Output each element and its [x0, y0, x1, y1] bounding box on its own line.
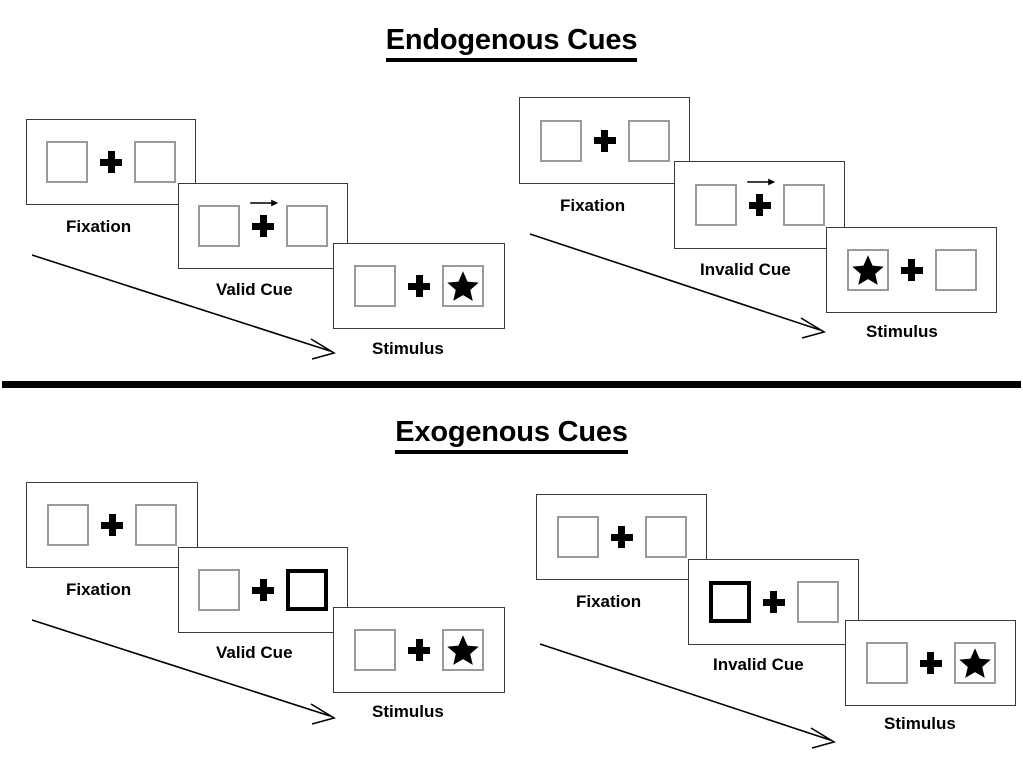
cue-arrow-right-icon — [250, 199, 279, 207]
fixation-center — [240, 199, 286, 237]
stim-box-left — [198, 205, 240, 247]
fixation-cross-icon — [919, 652, 942, 674]
fixation-center — [889, 259, 935, 281]
fixation-cross-icon — [762, 591, 785, 613]
stim-box-left-cued — [708, 581, 751, 623]
section-title-endogenous: Endogenous Cues — [0, 24, 1023, 62]
section-title-exogenous: Exogenous Cues — [0, 416, 1023, 454]
panel-label-endogenous-valid-stimulus: Stimulus — [372, 339, 444, 358]
fixation-center — [88, 151, 134, 173]
panel-label-endogenous-invalid-fixation: Fixation — [560, 196, 626, 215]
panel-endogenous-invalid-stimulus[interactable] — [826, 227, 997, 313]
star-target-icon — [447, 635, 479, 665]
stim-box-right — [782, 184, 825, 226]
fixation-center — [582, 129, 628, 152]
fixation-cross-icon — [252, 215, 274, 237]
stim-box-left — [556, 516, 599, 558]
panel-label-exogenous-valid-cue: Valid Cue — [216, 643, 293, 662]
stim-box-left — [46, 141, 88, 183]
stim-box-left-target — [846, 249, 889, 291]
flow-arrow-exogenous-invalid — [539, 643, 837, 749]
panel-endogenous-invalid-fixation[interactable] — [519, 97, 690, 184]
stim-box-right-cued — [286, 569, 328, 611]
stim-box-right-target — [953, 642, 996, 684]
flow-arrow-exogenous-valid — [31, 619, 337, 725]
stim-box-left — [354, 629, 396, 671]
fixation-cross-icon — [101, 514, 123, 536]
fixation-cross-icon — [748, 194, 771, 216]
stim-box-left — [865, 642, 908, 684]
fixation-cross-icon — [610, 526, 633, 548]
stim-box-right — [796, 581, 839, 623]
panel-label-exogenous-invalid-stimulus: Stimulus — [884, 714, 956, 733]
panel-endogenous-valid-stimulus[interactable] — [333, 243, 505, 329]
stim-box-right — [135, 504, 177, 546]
panel-exogenous-invalid-fixation[interactable] — [536, 494, 707, 580]
panel-label-endogenous-invalid-cue: Invalid Cue — [700, 260, 791, 279]
fixation-center — [396, 639, 442, 661]
panel-label-endogenous-invalid-stimulus: Stimulus — [866, 322, 938, 341]
star-target-icon — [447, 271, 479, 301]
fixation-center — [89, 514, 135, 536]
panel-label-exogenous-valid-fixation: Fixation — [66, 580, 132, 599]
fixation-center — [751, 591, 797, 613]
flow-arrow-endogenous-invalid — [529, 233, 827, 339]
stim-box-left — [354, 265, 396, 307]
star-target-icon — [958, 648, 991, 678]
panel-exogenous-invalid-stimulus[interactable] — [845, 620, 1016, 706]
fixation-cross-icon — [100, 151, 122, 173]
flow-arrow-endogenous-valid — [31, 254, 337, 360]
panel-label-exogenous-invalid-cue: Invalid Cue — [713, 655, 804, 674]
fixation-cross-icon — [252, 579, 274, 601]
stim-box-left — [198, 569, 240, 611]
stim-box-right — [286, 205, 328, 247]
fixation-cross-icon — [408, 639, 430, 661]
stim-box-right-target — [442, 265, 484, 307]
panel-exogenous-valid-cue[interactable] — [178, 547, 348, 633]
fixation-cross-icon — [593, 129, 616, 152]
panel-endogenous-invalid-cue[interactable] — [674, 161, 845, 249]
section-divider — [2, 381, 1021, 388]
panel-endogenous-valid-cue[interactable] — [178, 183, 348, 269]
star-target-icon — [851, 255, 884, 285]
stim-box-left — [539, 119, 582, 162]
panel-label-endogenous-valid-fixation: Fixation — [66, 217, 132, 236]
panel-exogenous-valid-stimulus[interactable] — [333, 607, 505, 693]
stim-box-left — [47, 504, 89, 546]
fixation-center — [396, 275, 442, 297]
fixation-center — [240, 579, 286, 601]
panel-label-exogenous-valid-stimulus: Stimulus — [372, 702, 444, 721]
stim-box-right — [644, 516, 687, 558]
panel-endogenous-valid-fixation[interactable] — [26, 119, 196, 205]
fixation-center — [599, 526, 645, 548]
stim-box-left — [694, 184, 737, 226]
stim-box-right — [934, 249, 977, 291]
fixation-center — [737, 178, 783, 216]
section-title-exogenous-text: Exogenous Cues — [395, 416, 628, 454]
panel-exogenous-valid-fixation[interactable] — [26, 482, 198, 568]
fixation-center — [908, 652, 954, 674]
fixation-cross-icon — [900, 259, 923, 281]
stim-box-right — [134, 141, 176, 183]
stim-box-right-target — [442, 629, 484, 671]
panel-label-exogenous-invalid-fixation: Fixation — [576, 592, 642, 611]
cue-arrow-right-icon — [746, 178, 775, 186]
stim-box-right — [627, 119, 670, 162]
panel-label-endogenous-valid-cue: Valid Cue — [216, 280, 293, 299]
section-title-endogenous-text: Endogenous Cues — [385, 24, 637, 62]
fixation-cross-icon — [408, 275, 430, 297]
panel-exogenous-invalid-cue[interactable] — [688, 559, 859, 645]
